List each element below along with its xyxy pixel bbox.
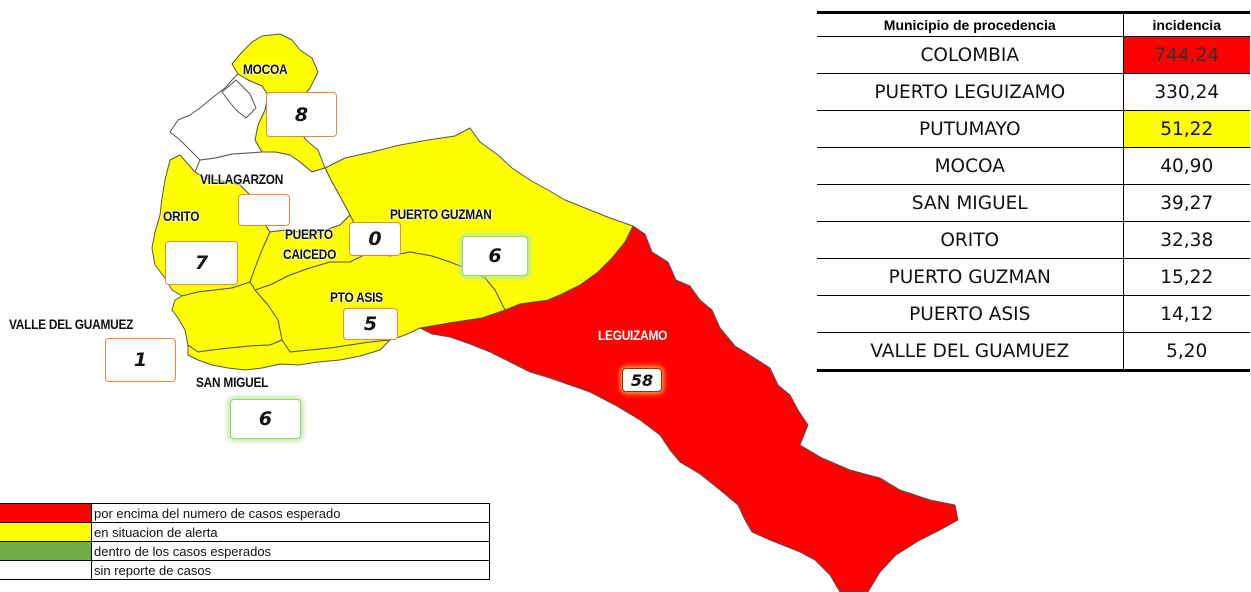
label-valle-del-guamuez: VALLE DEL GUAMUEZ [9,316,134,332]
municipio-cell: MOCOA [817,147,1123,185]
region-san-miguel [187,339,391,371]
legend-swatch-green [0,541,92,561]
label-san-miguel: SAN MIGUEL [196,374,269,390]
label-puerto-caicedo-line2: CAICEDO [283,246,337,262]
label-puerto-guzman: PUERTO GUZMAN [390,206,492,222]
incidencia-cell: 14,12 [1122,295,1250,333]
municipio-cell: PUTUMAYO [817,110,1123,148]
municipio-cell: COLOMBIA [817,36,1123,74]
legend-swatch-white [0,560,92,580]
map-legend: por encima del numero de casos esperado … [0,503,490,580]
case-count-san-miguel: 6 [230,399,301,439]
table-row: ORITO 32,38 [817,221,1250,259]
municipio-cell: PUERTO LEGUIZAMO [817,73,1123,111]
incidencia-cell: 32,38 [1122,221,1250,259]
legend-label: en situacion de alerta [91,522,490,542]
case-count-pto-asis: 5 [343,308,398,340]
incidencia-cell: 39,27 [1122,184,1250,222]
case-count-mocoa: 8 [266,92,337,137]
legend-swatch-yellow [0,522,92,542]
municipio-cell: SAN MIGUEL [817,184,1123,222]
case-count-leguizamo: 58 [622,368,662,392]
region-no-report-north-2 [221,79,257,119]
label-leguizamo: LEGUIZAMO [598,327,668,343]
table-row: PUERTO LEGUIZAMO 330,24 [817,73,1250,111]
incidencia-cell: 40,90 [1122,147,1250,185]
header-incidencia: incidencia [1122,11,1250,37]
case-count-puerto-caicedo: 0 [349,222,401,256]
incidencia-cell: 744,24 [1122,36,1250,74]
incidencia-cell: 15,22 [1122,258,1250,296]
municipio-cell: PUERTO GUZMAN [817,258,1123,296]
region-no-report-north [169,73,269,161]
table-row: MOCOA 40,90 [817,147,1250,185]
municipio-cell: VALLE DEL GUAMUEZ [817,332,1123,372]
case-count-puerto-guzman: 6 [462,236,528,276]
legend-label: por encima del numero de casos esperado [91,503,490,523]
incidencia-cell: 330,24 [1122,73,1250,111]
legend-row: dentro de los casos esperados [0,541,490,561]
incidence-table-header: Municipio de procedencia incidencia [817,11,1250,37]
legend-label: sin reporte de casos [91,560,490,580]
table-row: SAN MIGUEL 39,27 [817,184,1250,222]
case-count-valle-del-guamuez: 1 [105,338,176,382]
header-municipio: Municipio de procedencia [817,11,1123,37]
label-mocoa: MOCOA [243,61,288,77]
legend-label: dentro de los casos esperados [91,541,490,561]
incidence-table: Municipio de procedencia incidencia COLO… [817,11,1250,372]
legend-row: en situacion de alerta [0,522,490,542]
table-row: COLOMBIA 744,24 [817,36,1250,74]
legend-row: sin reporte de casos [0,560,490,580]
table-row: VALLE DEL GUAMUEZ 5,20 [817,332,1250,372]
incidencia-cell: 5,20 [1122,332,1250,372]
case-count-villagarzon [238,194,290,226]
incidencia-cell: 51,22 [1122,110,1250,148]
table-row: PUTUMAYO 51,22 [817,110,1250,148]
municipio-cell: ORITO [817,221,1123,259]
legend-swatch-red [0,503,92,523]
legend-row: por encima del numero de casos esperado [0,503,490,523]
municipio-cell: PUERTO ASIS [817,295,1123,333]
table-row: PUERTO ASIS 14,12 [817,295,1250,333]
case-count-orito: 7 [165,241,238,285]
label-orito: ORITO [163,208,200,224]
label-puerto-caicedo-line1: PUERTO [285,226,333,242]
label-villagarzon: VILLAGARZON [200,171,284,187]
table-row: PUERTO GUZMAN 15,22 [817,258,1250,296]
label-pto-asis: PTO ASIS [330,289,383,305]
